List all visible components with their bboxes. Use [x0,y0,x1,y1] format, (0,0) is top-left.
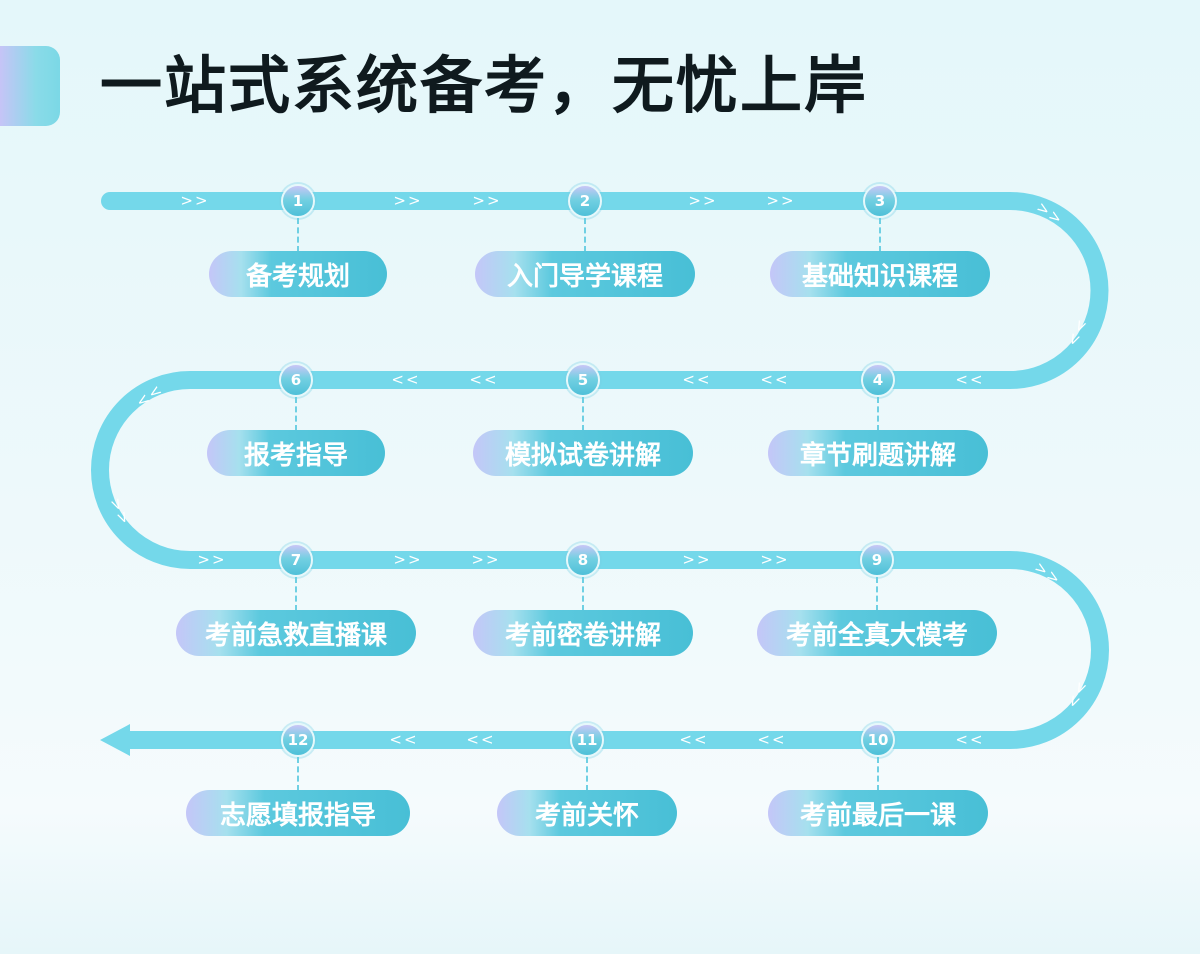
chevron-left-icon: << [679,730,709,749]
step-number-11: 11 [570,723,604,757]
step-label-8: 考前密卷讲解 [473,610,693,656]
track-path [91,192,1109,749]
step-label-12: 志愿填报指导 [186,790,410,836]
chevron-left-icon: << [389,730,419,749]
title-accent-bar [0,46,60,126]
step-label-10: 考前最后一课 [768,790,988,836]
step-connector [876,577,878,611]
chevron-right-icon: >> [760,550,790,569]
step-connector [295,577,297,611]
chevron-left-icon: << [466,730,496,749]
step-number-9: 9 [860,543,894,577]
step-label-7: 考前急救直播课 [176,610,416,656]
step-connector [582,397,584,431]
step-number-7: 7 [279,543,313,577]
step-label-11: 考前关怀 [497,790,677,836]
step-connector [879,218,881,252]
step-connector [877,757,879,791]
step-connector [297,757,299,791]
step-number-3: 3 [863,184,897,218]
chevron-left-icon: << [955,730,985,749]
step-number-5: 5 [566,363,600,397]
step-connector [582,577,584,611]
step-number-1: 1 [281,184,315,218]
step-number-4: 4 [861,363,895,397]
chevron-right-icon: >> [393,191,423,210]
step-connector [295,397,297,431]
step-label-5: 模拟试卷讲解 [473,430,693,476]
chevron-right-icon: >> [682,550,712,569]
chevron-right-icon: >> [472,191,502,210]
step-label-6: 报考指导 [207,430,385,476]
chevron-right-icon: >> [393,550,423,569]
chevron-left-icon: << [682,370,712,389]
chevron-right-icon: >> [471,550,501,569]
step-connector [584,218,586,252]
page-title: 一站式系统备考，无忧上岸 [100,49,869,122]
step-connector [877,397,879,431]
chevron-left-icon: << [391,370,421,389]
step-label-1: 备考规划 [209,251,387,297]
chevron-right-icon: >> [766,191,796,210]
chevron-left-icon: << [469,370,499,389]
chevron-left-icon: << [760,370,790,389]
step-label-2: 入门导学课程 [475,251,695,297]
step-number-6: 6 [279,363,313,397]
chevron-right-icon: >> [180,191,210,210]
step-connector [297,218,299,252]
step-label-9: 考前全真大模考 [757,610,997,656]
chevron-right-icon: >> [688,191,718,210]
track-end-arrow-icon [100,724,130,756]
step-label-4: 章节刷题讲解 [768,430,988,476]
chevron-left-icon: << [757,730,787,749]
chevron-left-icon: << [955,370,985,389]
step-number-8: 8 [566,543,600,577]
step-number-12: 12 [281,723,315,757]
step-connector [586,757,588,791]
chevron-right-icon: >> [197,550,227,569]
step-number-2: 2 [568,184,602,218]
step-label-3: 基础知识课程 [770,251,990,297]
step-number-10: 10 [861,723,895,757]
